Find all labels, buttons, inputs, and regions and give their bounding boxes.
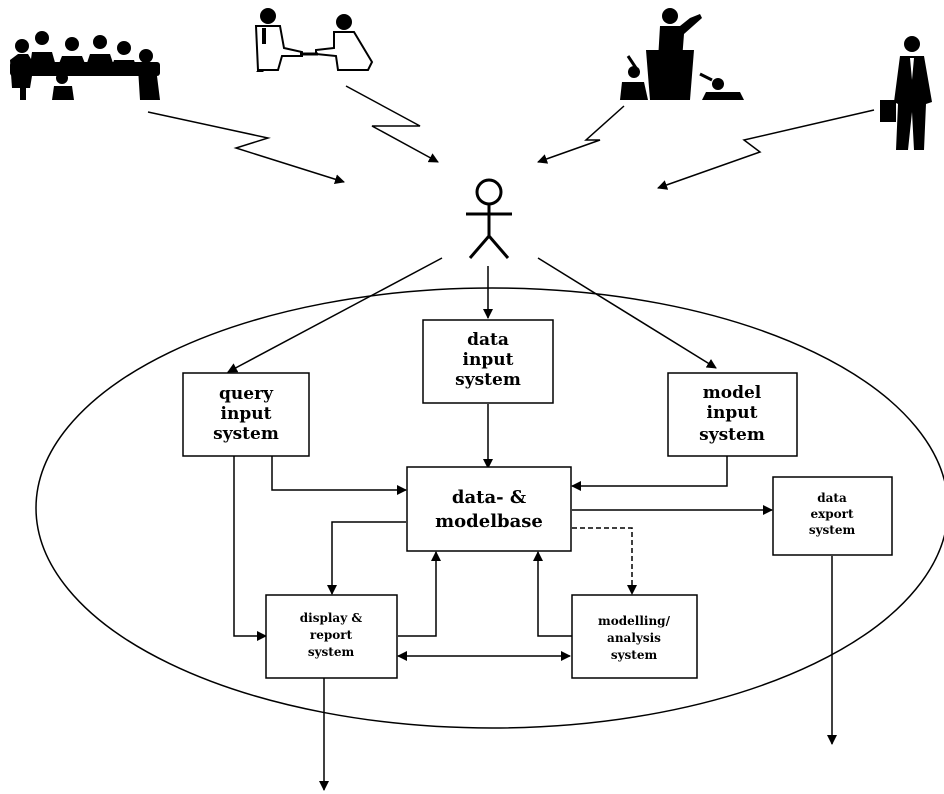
handshake-to-user-arrow <box>345 85 439 163</box>
modelling-analysis-label-3: system <box>611 648 658 662</box>
businessman-icon <box>880 36 932 150</box>
data-input-box: data input system <box>422 319 554 404</box>
data-export-label-3: system <box>809 523 856 537</box>
database-to-display-arrow <box>327 521 406 595</box>
data-export-label-1: data <box>817 491 847 505</box>
modelling-analysis-box: modelling/ analysis system <box>571 594 698 679</box>
query-input-to-display-arrow <box>233 456 267 641</box>
data-export-box: data export system <box>772 476 893 556</box>
modelling-analysis-label-2: analysis <box>607 631 661 645</box>
query-input-label-3: system <box>213 424 279 444</box>
handshake-icon <box>254 8 374 72</box>
stick-figure-icon <box>466 178 512 259</box>
database-label-1: data- & <box>452 487 526 508</box>
modelling-to-database-arrow <box>533 551 572 637</box>
query-input-box: query input system <box>182 372 310 457</box>
modelling-analysis-label-1: modelling/ <box>598 614 671 628</box>
database-to-modelling-arrow <box>572 527 637 595</box>
speaker-podium-icon <box>620 8 744 100</box>
model-input-box: model input system <box>667 372 798 457</box>
data-input-label-2: input <box>463 350 514 370</box>
connectors <box>227 257 837 791</box>
database-label-2: modelbase <box>435 511 543 532</box>
model-input-label-1: model <box>703 383 762 403</box>
stakeholder-arrows <box>147 85 875 190</box>
display-to-database-arrow <box>398 551 441 637</box>
query-input-label-2: input <box>221 404 272 424</box>
display-report-label-2: report <box>310 628 353 642</box>
database-box: data- & modelbase <box>406 466 572 552</box>
model-input-to-database-arrow <box>571 456 728 491</box>
meeting-group-icon <box>10 31 160 100</box>
query-input-label-1: query <box>219 384 274 404</box>
display-report-label-1: display & <box>300 611 363 625</box>
presentation-to-user-arrow <box>537 105 625 164</box>
meeting-to-user-arrow <box>147 111 345 185</box>
data-input-label-3: system <box>455 370 521 390</box>
businessman-to-user-arrow <box>657 109 875 190</box>
data-input-label-1: data <box>467 330 509 350</box>
user-to-model-input-arrow <box>537 257 717 369</box>
display-report-label-3: system <box>308 645 355 659</box>
model-input-label-2: input <box>707 403 758 423</box>
user-to-query-input-arrow <box>227 257 443 373</box>
query-input-to-database-arrow <box>271 456 407 495</box>
system-boundary <box>35 287 944 729</box>
data-export-label-2: export <box>810 507 854 521</box>
display-report-box: display & report system <box>265 594 398 679</box>
model-input-label-3: system <box>699 425 765 445</box>
